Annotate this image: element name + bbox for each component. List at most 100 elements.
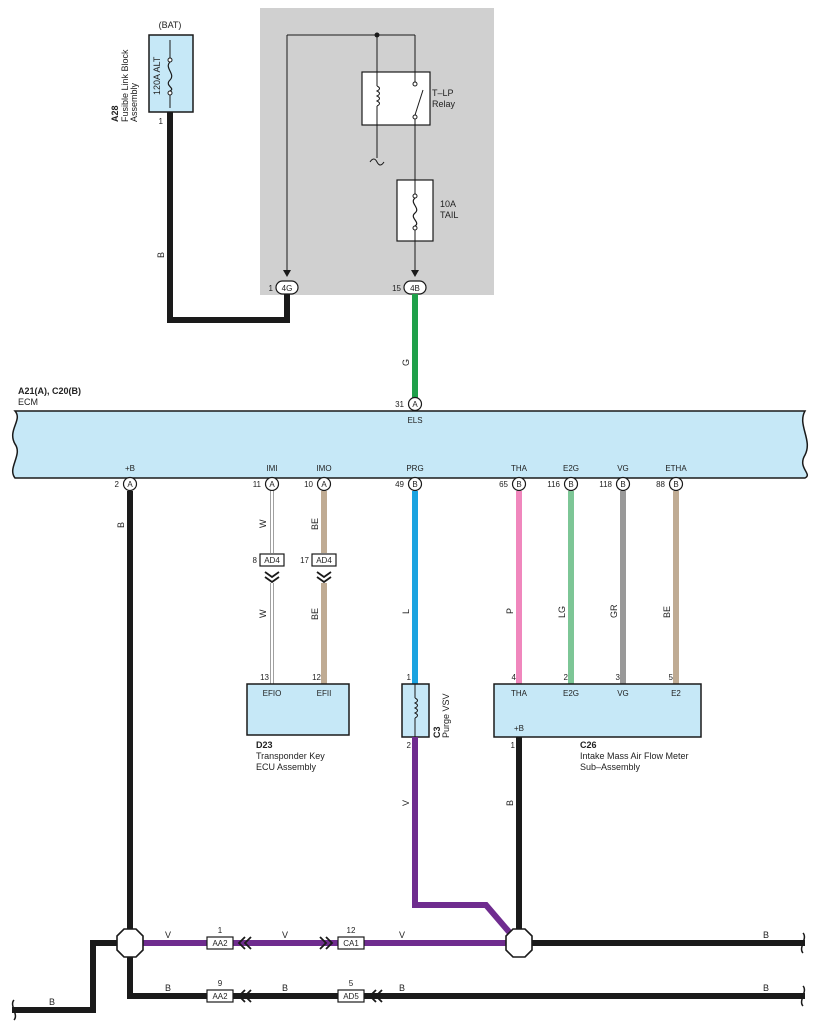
svg-text:49: 49 [395, 480, 404, 489]
wire-color-vsv-out: V [401, 800, 411, 806]
fusible-block-name-2: Assembly [129, 82, 139, 122]
svg-text:ECU Assembly: ECU Assembly [256, 762, 317, 772]
wire-color-imi-upper: W [258, 519, 268, 528]
svg-text:12: 12 [312, 673, 321, 682]
svg-text:AD4: AD4 [316, 556, 332, 565]
svg-text:C26: C26 [580, 740, 597, 750]
svg-text:AA2: AA2 [212, 992, 228, 1001]
svg-text:AD4: AD4 [264, 556, 280, 565]
svg-text:B: B [673, 480, 678, 489]
chevron-down-icon [316, 571, 332, 584]
ecm-pin-31-num: 31 [395, 400, 404, 409]
ecm-pin-tha: THA B 65 [499, 464, 528, 492]
wire-color-imi-lower: W [258, 609, 268, 618]
svg-text:5: 5 [349, 979, 354, 988]
chevron-down-icon [264, 571, 280, 584]
bus-end-right-top [800, 932, 806, 954]
ecm-pin-vg: VG B 118 [599, 464, 631, 492]
svg-text:3: 3 [616, 673, 621, 682]
fusible-block-pin: 1 [159, 117, 164, 126]
connector-4b-pin: 15 [392, 284, 401, 293]
ecm-pin-e2g: E2G B 116 [547, 464, 579, 492]
svg-text:13: 13 [260, 673, 269, 682]
svg-text:17: 17 [300, 556, 309, 565]
wire-color-bus-b1: B [165, 983, 171, 993]
svg-text:1: 1 [218, 926, 223, 935]
svg-text:1: 1 [407, 673, 412, 682]
wire-color-imo-lower: BE [310, 608, 320, 620]
component-d23: 13 12 EFIO EFII D23 Transponder Key ECU … [246, 673, 350, 772]
solenoid-coil-icon [413, 684, 418, 737]
wire-color-vg: GR [609, 604, 619, 618]
wire-color-bus-v3: V [399, 930, 405, 940]
wire-bus-black-bottom [127, 955, 805, 999]
svg-text:CA1: CA1 [343, 939, 359, 948]
svg-text:B: B [620, 480, 625, 489]
fusible-link-block-a28: (BAT) 120A ALT A28 Fusible Link Block As… [110, 20, 194, 126]
connector-4g-label: 4G [282, 284, 293, 293]
svg-text:118: 118 [599, 480, 612, 489]
svg-text:IMO: IMO [316, 464, 331, 473]
svg-text:1: 1 [511, 741, 516, 750]
ecm-pin-31-badge [407, 396, 423, 412]
svg-text:+B: +B [125, 464, 135, 473]
chevron-left-icon [237, 989, 252, 1003]
relay-coil-icon [375, 72, 380, 125]
fuse-rating-label: 120A ALT [152, 56, 162, 95]
wire-color-bat: B [156, 252, 166, 258]
relay-switch-icon [412, 72, 424, 125]
relay-name-2: Relay [432, 99, 456, 109]
ecm-pin-imo: IMO A 10 [304, 464, 332, 492]
wire-color-bus-far-left: B [49, 997, 55, 1007]
bus-end-right-bottom [800, 985, 806, 1007]
svg-text:VG: VG [617, 464, 629, 473]
wire-color-tha: P [505, 608, 515, 614]
svg-text:2: 2 [407, 741, 412, 750]
connector-aa2-top: AA2 1 [206, 926, 252, 950]
svg-text:Sub–Assembly: Sub–Assembly [580, 762, 641, 772]
svg-text:B: B [516, 480, 521, 489]
connector-aa2-bottom: AA2 9 [206, 979, 252, 1003]
ecm-body [12, 410, 808, 479]
svg-text:D23: D23 [256, 740, 273, 750]
svg-text:VG: VG [617, 689, 629, 698]
connector-4b-label: 4B [410, 284, 420, 293]
bus-end-left [11, 999, 17, 1021]
ecm-name: ECM [18, 397, 38, 407]
tail-fuse-icon [412, 180, 418, 241]
svg-text:PRG: PRG [406, 464, 423, 473]
svg-text:A: A [321, 480, 327, 489]
svg-text:Intake Mass Air Flow Meter: Intake Mass Air Flow Meter [580, 751, 689, 761]
svg-text:E2G: E2G [563, 464, 579, 473]
svg-text:12: 12 [347, 926, 356, 935]
ecm-pin-imi: IMI A 11 [253, 464, 280, 492]
wire-color-bus-v2: V [282, 930, 288, 940]
relay-name-1: T–LP [432, 88, 454, 98]
connector-ca1: CA1 12 [319, 926, 365, 950]
svg-text:A: A [269, 480, 275, 489]
svg-text:5: 5 [669, 673, 674, 682]
svg-text:EFII: EFII [317, 689, 332, 698]
connector-ad4-right: AD4 17 [300, 553, 337, 584]
svg-text:C3: C3 [432, 726, 442, 738]
svg-text:9: 9 [218, 979, 223, 988]
svg-text:THA: THA [511, 464, 528, 473]
svg-text:8: 8 [253, 556, 258, 565]
tail-fuse-amp: 10A [440, 199, 456, 209]
svg-text:11: 11 [253, 480, 262, 489]
svg-text:Purge VSV: Purge VSV [441, 693, 451, 738]
wire-color-e2g: LG [557, 606, 567, 618]
splice-left [116, 928, 144, 958]
connector-ad5: AD5 5 [337, 979, 383, 1003]
fusible-block-id: A28 [110, 105, 120, 122]
wire-color-bus-v1: V [165, 930, 171, 940]
fuse-icon [167, 40, 173, 108]
wire-color-bus-right-bottom: B [763, 983, 769, 993]
svg-text:2: 2 [564, 673, 569, 682]
svg-text:B: B [412, 480, 417, 489]
fusible-block-name-1: Fusible Link Block [120, 49, 130, 122]
svg-text:+B: +B [514, 724, 524, 733]
svg-text:AA2: AA2 [212, 939, 228, 948]
svg-text:THA: THA [511, 689, 528, 698]
